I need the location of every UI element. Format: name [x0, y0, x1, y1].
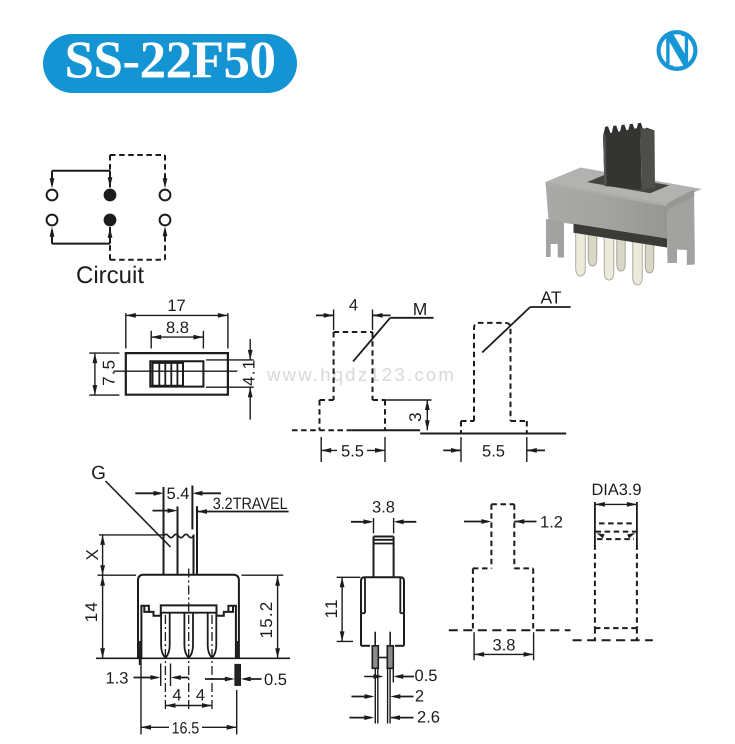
svg-text:2: 2	[415, 688, 424, 706]
svg-text:5.4: 5.4	[167, 485, 190, 503]
svg-text:8.8: 8.8	[166, 319, 189, 337]
svg-text:16.5: 16.5	[172, 720, 200, 738]
svg-text:4: 4	[196, 687, 205, 705]
svg-text:3.8: 3.8	[372, 499, 395, 517]
svg-text:1.3: 1.3	[106, 670, 129, 688]
svg-text:G: G	[91, 463, 106, 484]
svg-text:3.2TRAVEL: 3.2TRAVEL	[213, 495, 288, 513]
svg-text:2.6: 2.6	[417, 709, 440, 727]
svg-text:N: N	[662, 28, 691, 72]
svg-text:X: X	[83, 548, 102, 561]
svg-text:4: 4	[349, 297, 358, 315]
svg-text:AT: AT	[540, 288, 561, 308]
svg-text:5.5: 5.5	[482, 442, 505, 460]
svg-text:17: 17	[167, 297, 185, 315]
svg-text:3: 3	[406, 411, 425, 422]
svg-text:0.5: 0.5	[264, 671, 287, 689]
svg-text:DIA3.9: DIA3.9	[591, 481, 641, 499]
svg-text:11: 11	[322, 598, 341, 618]
svg-text:Circuit: Circuit	[76, 262, 144, 289]
svg-text:M: M	[413, 299, 428, 319]
svg-text:5.5: 5.5	[341, 442, 364, 460]
svg-text:7.5: 7.5	[100, 359, 119, 386]
svg-text:3.8: 3.8	[493, 637, 516, 655]
svg-text:4.1: 4.1	[240, 359, 259, 386]
svg-text:15.2: 15.2	[257, 601, 276, 639]
svg-text:4: 4	[172, 687, 181, 705]
svg-text:1.2: 1.2	[540, 514, 563, 532]
svg-text:14: 14	[82, 601, 101, 622]
svg-text:0.5: 0.5	[415, 667, 438, 685]
